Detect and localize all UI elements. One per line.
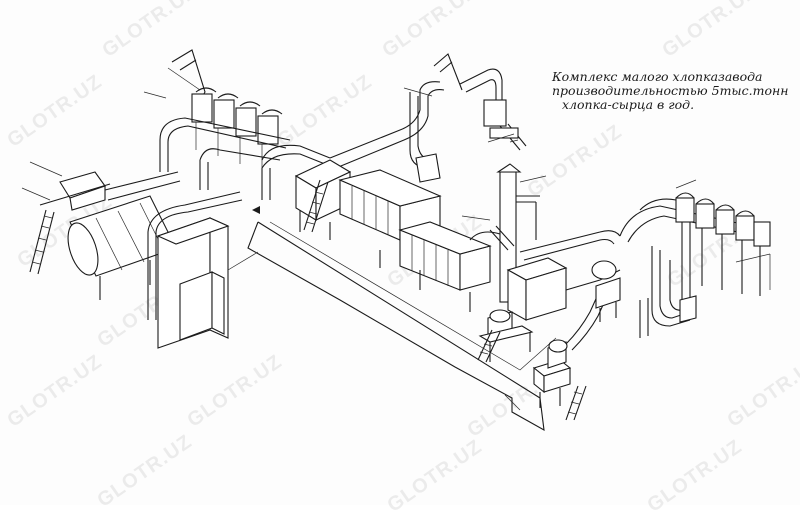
title-line-2: производительностью 5тыс.тонн (552, 83, 789, 98)
diagram-title: Комплекс малого хлопказавода производите… (552, 70, 792, 112)
ducting (261, 81, 445, 200)
ducting (519, 230, 649, 338)
title-line-3: хлопка-сырца в год. (562, 97, 695, 112)
gin-stands (294, 159, 492, 312)
floor-outline (247, 221, 557, 432)
diagram-page: GLOTR.UZ GLOTR.UZ GLOTR.UZ GLOTR.UZ GLOT… (3, 0, 800, 517)
ladder (29, 209, 55, 275)
feeder (21, 161, 181, 211)
cyclone-separators (143, 49, 291, 190)
feeder (532, 289, 609, 421)
elevator-tower (147, 191, 243, 349)
plant-diagram (21, 49, 771, 432)
title-line-1: Комплекс малого хлопказавода (552, 69, 763, 84)
ladder (303, 179, 329, 233)
cyclone-separators (619, 179, 771, 327)
feeder (477, 309, 534, 363)
ducting (227, 133, 547, 271)
gin-stands (469, 225, 568, 321)
cyclone-separators (403, 53, 527, 183)
